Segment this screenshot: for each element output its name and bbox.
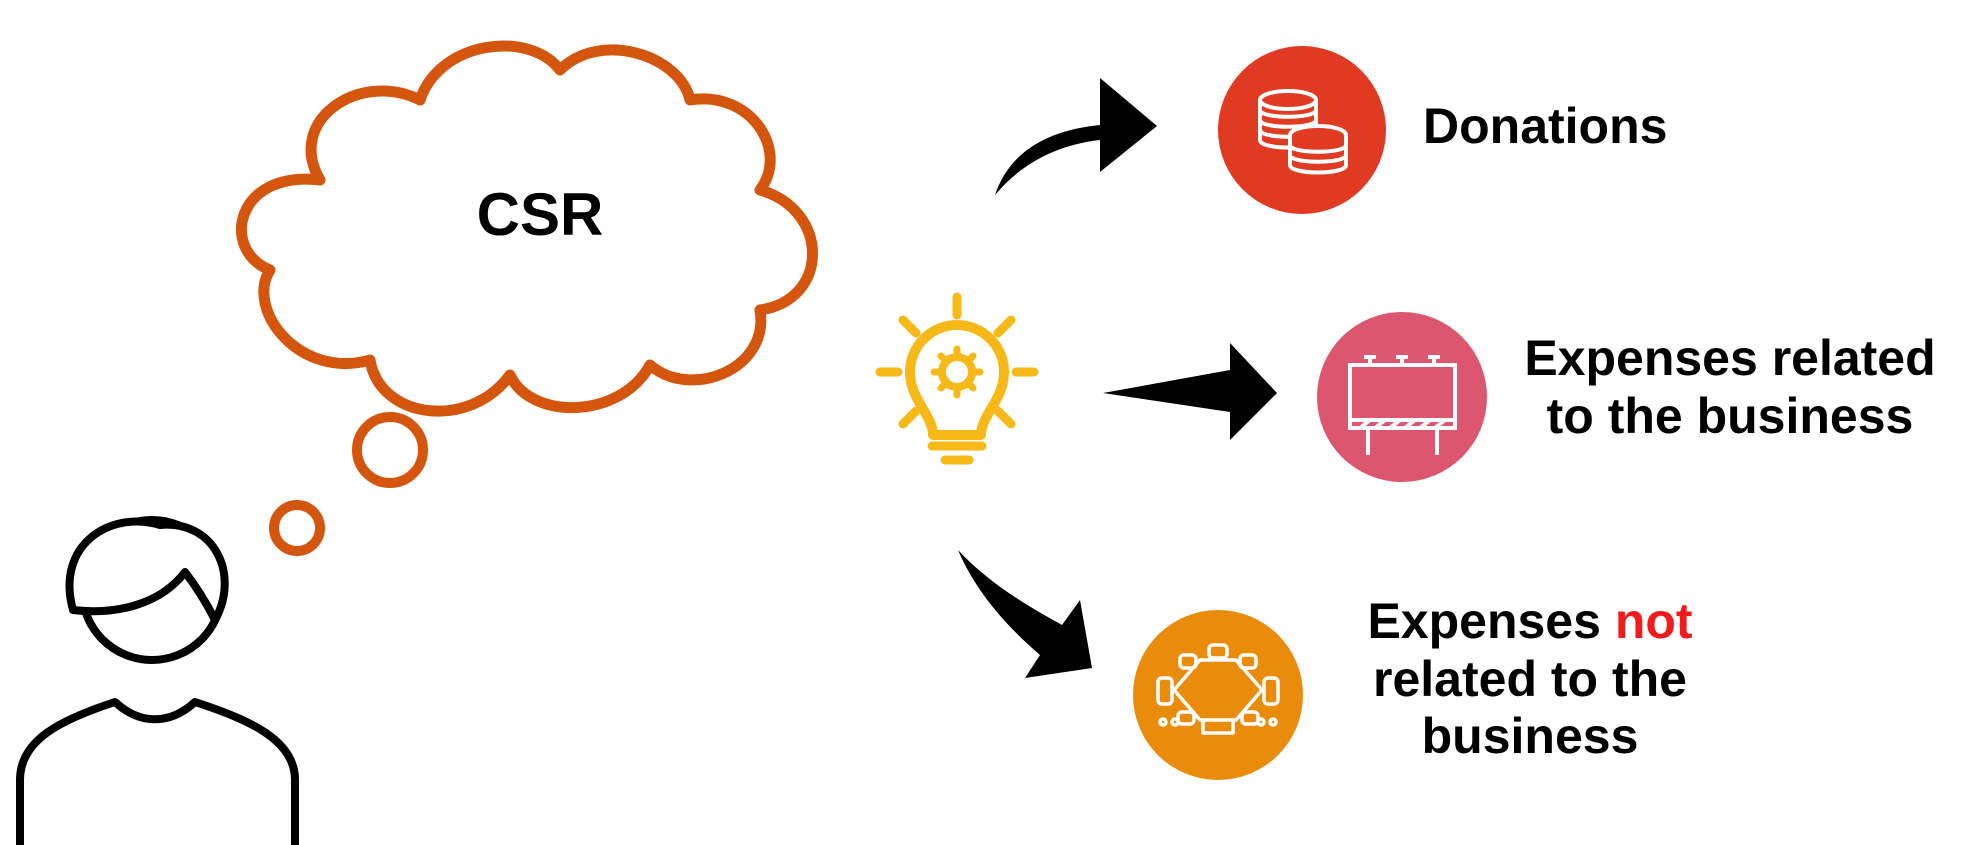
conference-table-icon: [1156, 643, 1280, 735]
csr-label: CSR: [476, 181, 604, 248]
arrow-to-donations: [995, 78, 1157, 195]
not-related-expenses-label: Expenses not related to the business: [1330, 593, 1730, 766]
not-related-expenses-line1: Expenses not: [1330, 593, 1730, 651]
not-related-prefix: Expenses: [1367, 593, 1615, 649]
person-icon: [16, 516, 299, 845]
related-expenses-circle: [1317, 312, 1487, 482]
not-related-expenses-line3: business: [1421, 708, 1639, 764]
related-expenses-line1: Expenses related: [1524, 330, 1936, 386]
thought-bubble-small: [269, 500, 325, 556]
donations-circle: [1218, 46, 1386, 214]
donations-label: Donations: [1423, 98, 1668, 154]
thought-cloud: [236, 40, 818, 556]
not-related-expenses-circle: [1133, 610, 1303, 780]
arrow-to-related: [1103, 343, 1277, 440]
thought-bubble-large: [352, 412, 428, 488]
billboard-icon: [1348, 355, 1457, 455]
lightbulb-icon: [875, 292, 1039, 465]
not-related-expenses-line2: related to the: [1373, 650, 1687, 707]
coins-icon: [1258, 89, 1348, 175]
arrow-to-not-related: [958, 550, 1092, 678]
related-expenses-line2: to the business: [1546, 387, 1914, 444]
related-expenses-label: Expenses related to the business: [1505, 330, 1955, 445]
not-highlight: not: [1614, 593, 1693, 649]
